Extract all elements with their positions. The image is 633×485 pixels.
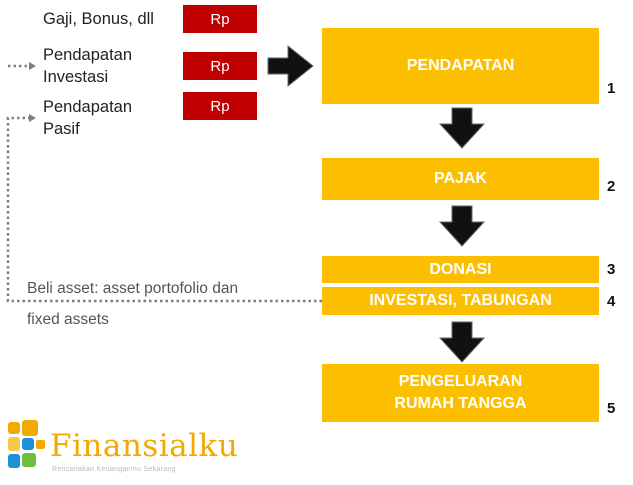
step-number-2: 2 — [607, 178, 616, 195]
logo-wordmark: Finansialku — [50, 428, 239, 464]
source-label-pasif: Pendapatan Pasif — [43, 98, 133, 138]
rp-badge-gaji: Rp — [183, 5, 257, 33]
box-investasi-tabungan: INVESTASI, TABUNGAN — [322, 287, 599, 315]
note-line-2: fixed assets — [27, 311, 109, 328]
down-arrow-3 — [438, 321, 486, 363]
step-number-1: 1 — [607, 80, 616, 97]
box-pajak: PAJAK — [322, 158, 599, 200]
rp-badge-investasi: Rp — [183, 52, 257, 80]
down-arrow-2 — [438, 205, 486, 247]
feedback-dotted-line — [6, 116, 322, 303]
rp-badge-pasif: Rp — [183, 92, 257, 120]
dotted-arrowhead-investasi — [29, 62, 36, 70]
box-pengeluaran-rumah-tangga: PENGELUARAN RUMAH TANGGA — [322, 364, 599, 422]
step-number-4: 4 — [607, 293, 616, 310]
income-arrow — [267, 44, 314, 88]
source-label-investasi: Pendapatan Investasi — [43, 46, 133, 86]
logo-tagline: Rencanakan Keuanganmu Sekarang — [52, 466, 176, 473]
source-label-gaji: Gaji, Bonus, dll — [43, 10, 154, 28]
box-donasi: DONASI — [322, 256, 599, 283]
dotted-arrowhead-pasif — [29, 114, 36, 122]
note-line-1: Beli asset: asset portofolio dan — [27, 280, 239, 297]
down-arrow-1 — [438, 107, 486, 149]
step-number-5: 5 — [607, 400, 616, 417]
finansialku-logo-icon — [8, 420, 45, 468]
step-number-3: 3 — [607, 261, 616, 278]
box-pendapatan: PENDAPATAN — [322, 28, 599, 104]
